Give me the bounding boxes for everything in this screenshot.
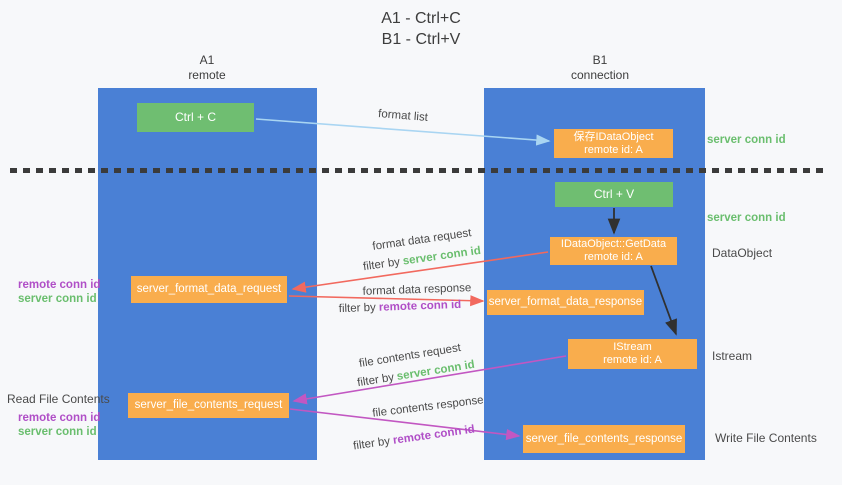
server-conn-id-label: server conn id [18, 426, 97, 438]
title-line-2: B1 - Ctrl+V [381, 31, 461, 48]
server-format-data-response-node: server_format_data_response [487, 290, 644, 315]
getdata-node: IDataObject::GetData remote id: A [550, 237, 677, 265]
remote-conn-id-label: remote conn id [18, 279, 101, 291]
save-dataobject-line1: 保存IDataObject [573, 130, 654, 143]
istream-line2: remote id: A [603, 354, 662, 366]
remote-conn-id-label: remote conn id [18, 412, 101, 424]
lifeline-a-role: remote [188, 68, 226, 82]
machine-boundary-divider [10, 168, 826, 173]
server-format-data-request-label: server_format_data_request [136, 283, 282, 295]
lifeline-b-header: B1 connection [530, 53, 670, 83]
remote-conn-id-text: remote conn id [378, 298, 462, 314]
filter-by-text: filter by [362, 256, 401, 274]
dataobject-label: DataObject [712, 246, 773, 260]
ctrl-c-label: Ctrl + C [174, 110, 216, 124]
server-file-contents-request-node: server_file_contents_request [128, 393, 289, 418]
getdata-line2: remote id: A [584, 251, 643, 263]
lifeline-b-role: connection [570, 68, 630, 82]
save-dataobject-node: 保存IDataObject remote id: A [554, 129, 673, 158]
left-file-conn-ids: remote conn id server conn id [18, 411, 100, 439]
title-line-1: A1 - Ctrl+C [381, 10, 461, 27]
server-conn-id-text: server conn id [402, 244, 482, 268]
format-list-label: format list [377, 108, 429, 124]
ctrl-v-node: Ctrl + V [555, 182, 673, 207]
file-contents-response-label: file contents response [371, 394, 485, 420]
server-conn-id-label-mid: server conn id [707, 212, 786, 224]
remote-conn-id-text: remote conn id [392, 423, 476, 447]
server-file-contents-request-label: server_file_contents_request [134, 399, 283, 411]
read-file-contents-label: Read File Contents [7, 392, 110, 406]
filter-by-text: filter by [338, 301, 377, 316]
lifeline-b-name: B1 [592, 53, 608, 67]
format-data-response-label: format data response [362, 282, 472, 298]
server-file-contents-response-node: server_file_contents_response [523, 425, 685, 453]
server-conn-id-label-top: server conn id [707, 134, 786, 146]
filter-by-text: filter by [352, 435, 391, 453]
istream-label: Istream [712, 349, 753, 363]
ctrl-c-node: Ctrl + C [137, 103, 254, 132]
filter-by-text: filter by [356, 371, 395, 390]
server-file-contents-response-label: server_file_contents_response [525, 432, 683, 445]
left-format-conn-ids: remote conn id server conn id [18, 278, 100, 306]
file-response-filter-label: filter byremote conn id [353, 424, 476, 453]
lifeline-a-name: A1 [199, 53, 215, 67]
server-format-data-response-label: server_format_data_response [488, 296, 643, 308]
save-dataobject-line2: remote id: A [584, 143, 643, 156]
ctrl-v-label: Ctrl + V [593, 187, 635, 201]
server-conn-id-text: server conn id [396, 358, 476, 383]
istream-line1: IStream [613, 341, 652, 353]
lifeline-a-header: A1 remote [137, 53, 277, 83]
diagram-title: A1 - Ctrl+C B1 - Ctrl+V [0, 8, 842, 50]
istream-node: IStream remote id: A [568, 339, 697, 369]
getdata-line1: IDataObject::GetData [560, 238, 667, 250]
server-conn-id-label: server conn id [18, 293, 97, 305]
server-format-data-request-node: server_format_data_request [131, 276, 287, 303]
write-file-contents-label: Write File Contents [715, 431, 817, 445]
